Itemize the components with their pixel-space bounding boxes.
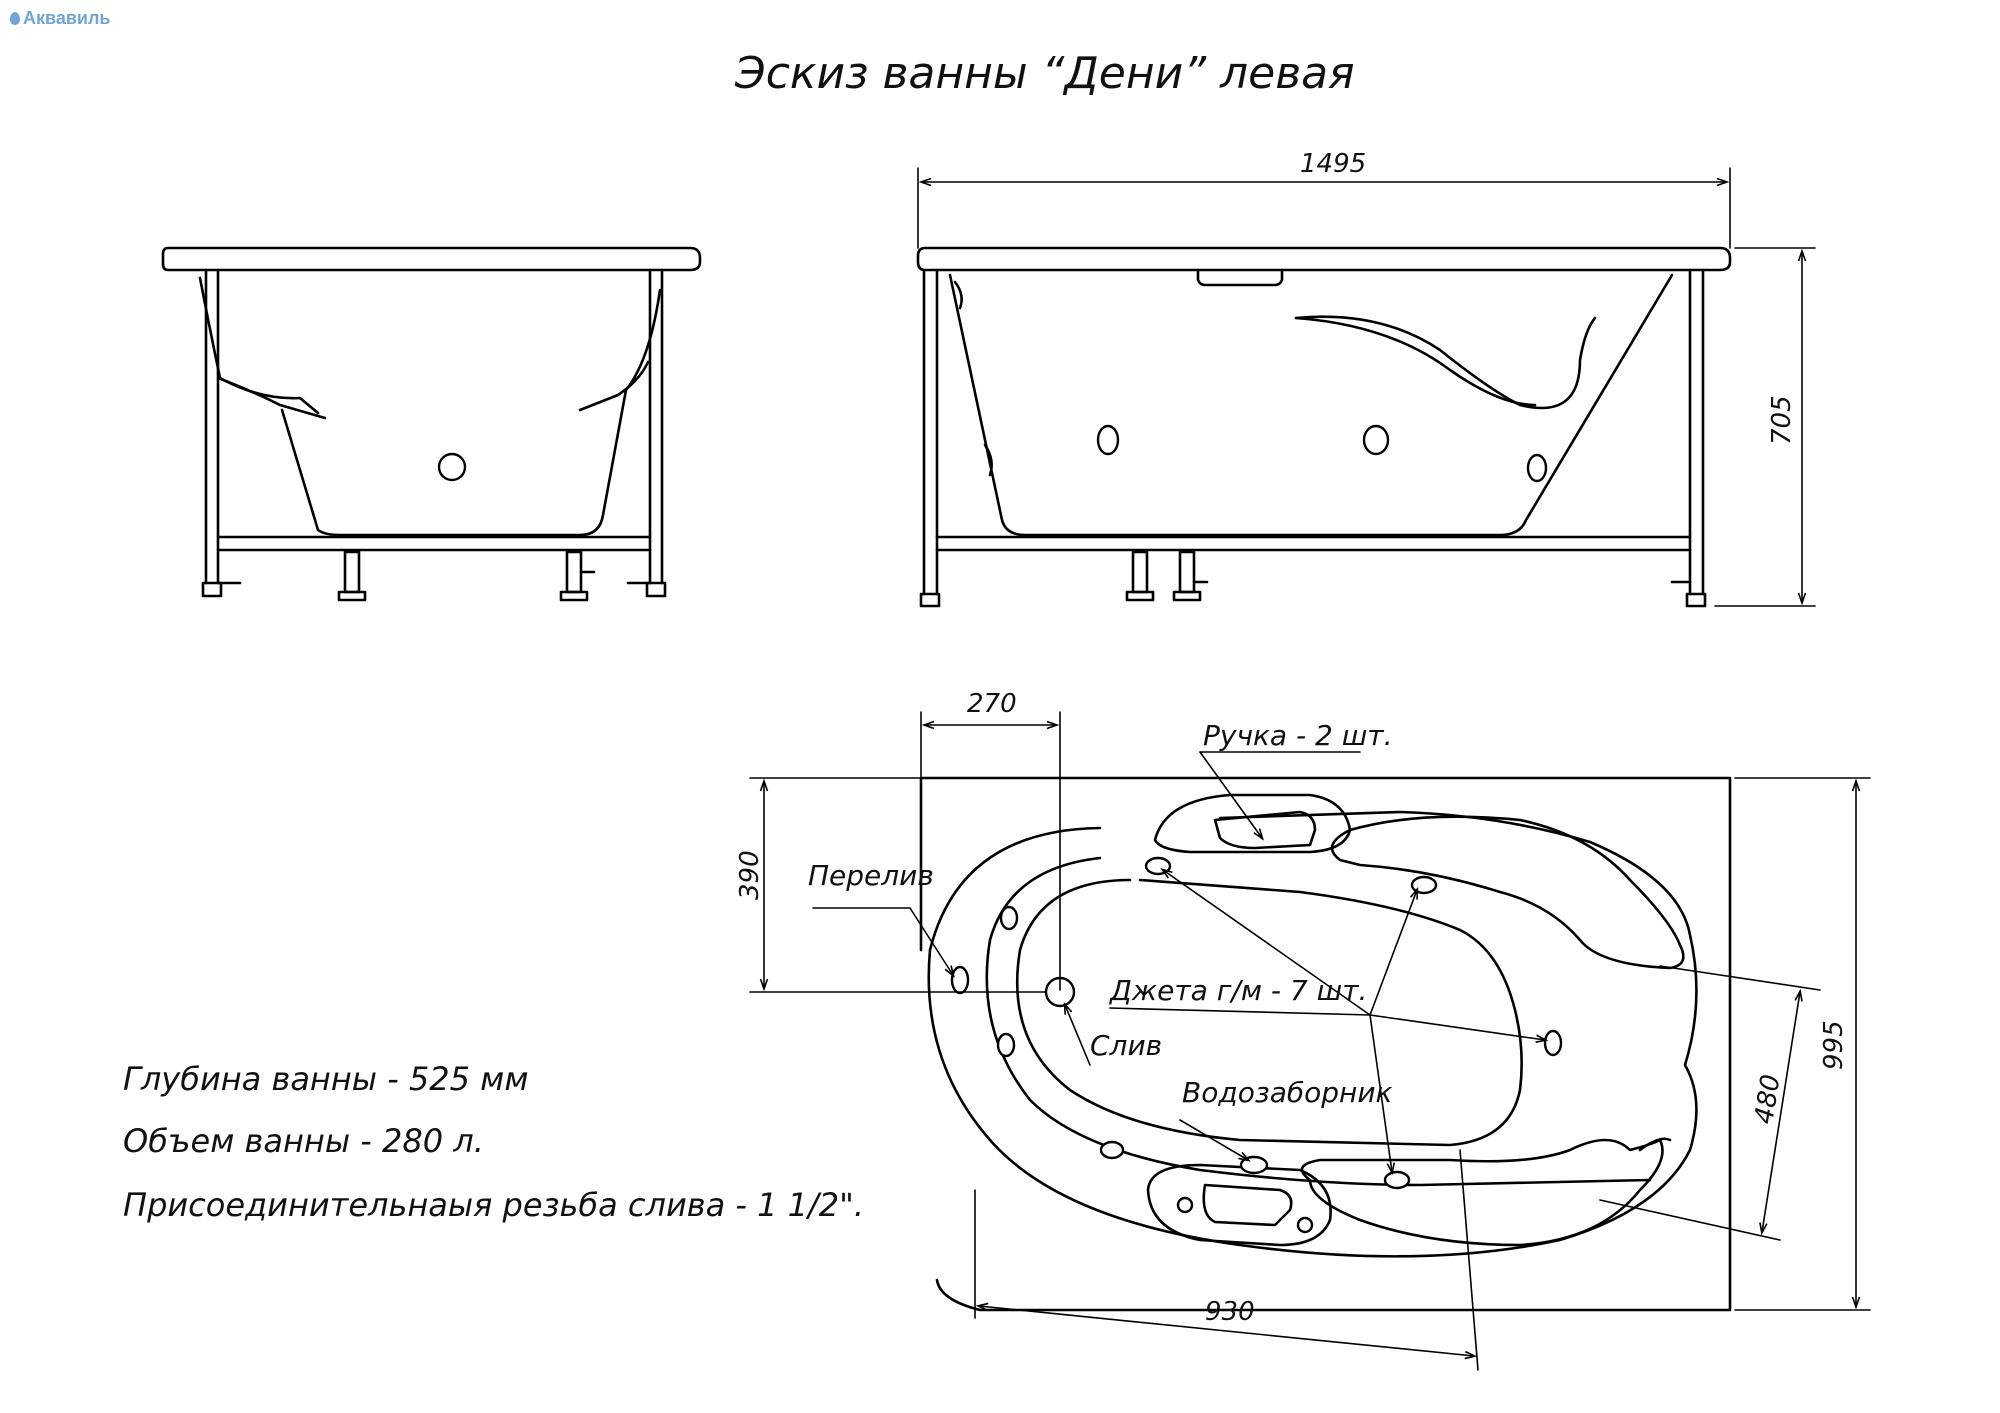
label-overflow: Перелив <box>808 859 934 892</box>
brand-name: Аквавиль <box>23 8 111 28</box>
label-intake: Водозаборник <box>1182 1076 1393 1109</box>
dim-top-offset: 270 <box>967 689 1017 719</box>
notes: Глубина ванны - 525 мм Объем ванны - 280… <box>123 1060 864 1224</box>
label-handle: Ручка - 2 шт. <box>1203 719 1393 752</box>
note-volume: Объем ванны - 280 л. <box>123 1122 484 1160</box>
label-drain: Слив <box>1090 1029 1162 1062</box>
end-view <box>161 246 702 602</box>
dim-width-total: 995 <box>1819 1020 1849 1070</box>
label-jets: Джета г/м - 7 шт. <box>1108 974 1367 1007</box>
dim-width-inner: 480 <box>1749 1072 1786 1126</box>
plan-view: 270 390 995 480 930 Ручка - 2 шт. Перели… <box>735 689 1871 1371</box>
brand-logo: Аквавиль <box>10 8 110 29</box>
note-thread: Присоединительнаыя резьба слива - 1 1/2"… <box>123 1186 864 1224</box>
note-depth: Глубина ванны - 525 мм <box>123 1060 528 1098</box>
side-view: 1495 705 <box>916 149 1816 608</box>
water-drop-icon <box>10 12 20 25</box>
sketch-title: Эскиз ванны “Дени” левая <box>734 48 1355 99</box>
dim-height: 705 <box>1767 395 1797 445</box>
dim-length: 1495 <box>1300 149 1366 179</box>
dim-bottom-width: 930 <box>1205 1297 1255 1327</box>
dim-drain-offset: 390 <box>735 850 765 900</box>
